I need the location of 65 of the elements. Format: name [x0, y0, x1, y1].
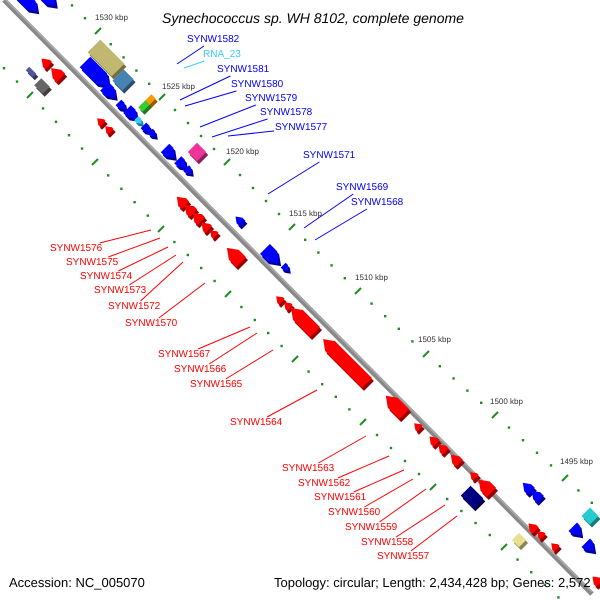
- leader-line: [318, 436, 366, 464]
- leader-line: [268, 162, 320, 194]
- scale-label: 1510 kbp: [355, 274, 388, 282]
- scale-label: 1515 kbp: [289, 210, 322, 218]
- scale-label: 1495 kbp: [560, 458, 593, 466]
- scale-label: 1530 kbp: [95, 14, 128, 22]
- leader-line: [128, 254, 176, 286]
- gene-label: SYNW1557: [377, 552, 430, 562]
- leader-line: [118, 246, 168, 272]
- gene-label: SYNW1570: [125, 319, 178, 329]
- leader-line: [180, 76, 231, 100]
- leader-line: [353, 470, 404, 492]
- scale-label: 1525 kbp: [162, 83, 195, 91]
- gene-label: SYNW1576: [50, 244, 102, 254]
- gene-label: SYNW1560: [328, 508, 380, 518]
- leader-line: [99, 230, 152, 244]
- leader-line: [410, 516, 458, 552]
- leader-line: [396, 504, 446, 538]
- leader-line: [158, 282, 206, 318]
- gene-label: SYNW1562: [298, 479, 350, 489]
- gene-label: SYNW1571: [303, 151, 356, 161]
- scale-label: 1520 kbp: [226, 148, 259, 156]
- leader-line: [304, 194, 354, 228]
- leader-line: [198, 326, 250, 350]
- leader-line: [212, 118, 268, 138]
- leader-line: [184, 90, 237, 106]
- leader-line: [140, 262, 184, 302]
- genome-summary-text: Topology: circular; Length: 2,434,428 bp; Genes: 2,572: [274, 576, 591, 588]
- gene-label: SYNW1564: [230, 418, 282, 428]
- gene-label: SYNW1579: [245, 94, 298, 104]
- leader-line: [314, 208, 368, 240]
- title: Synechococcus sp. WH 8102, complete genome: [162, 11, 464, 25]
- leader-line: [364, 478, 414, 508]
- leader-line: [208, 332, 258, 364]
- gene-label: SYNW1575: [66, 258, 118, 268]
- gene-label: SYNW1561: [314, 493, 366, 503]
- gene-label: SYNW1572: [108, 302, 160, 312]
- leader-line: [184, 60, 205, 68]
- leader-line: [200, 104, 256, 128]
- gene-label: SYNW1578: [260, 108, 312, 118]
- leader-line: [266, 390, 318, 418]
- gene-label: SYNW1568: [351, 198, 404, 208]
- leader-line: [379, 488, 426, 522]
- scale-label: 1505 kbp: [418, 336, 451, 344]
- gene-label: SYNW1569: [336, 183, 388, 193]
- gene-label: SYNW1567: [158, 350, 210, 360]
- gene-label: RNA_23: [203, 50, 241, 60]
- gene-label: SYNW1573: [94, 286, 146, 296]
- gene-label: SYNW1563: [282, 464, 334, 474]
- gene-label: SYNW1582: [187, 35, 240, 45]
- leader-line: [108, 238, 160, 258]
- gene-label: SYNW1577: [275, 123, 328, 133]
- leader-line: [176, 46, 204, 64]
- gene-label: SYNW1558: [361, 538, 414, 548]
- gene-label: SYNW1559: [345, 523, 398, 533]
- leader-line: [228, 130, 274, 136]
- gene-label: SYNW1565: [190, 380, 242, 390]
- gene-label: SYNW1566: [174, 365, 226, 375]
- scale-label: 1500 kbp: [490, 398, 523, 406]
- gene-label: SYNW1580: [231, 80, 284, 90]
- gene-label: SYNW1581: [217, 65, 270, 75]
- gene-label: SYNW1574: [80, 272, 132, 282]
- leader-line: [225, 350, 274, 380]
- accession-text: Accession: NC_005070: [9, 576, 145, 588]
- leader-line: [337, 456, 390, 478]
